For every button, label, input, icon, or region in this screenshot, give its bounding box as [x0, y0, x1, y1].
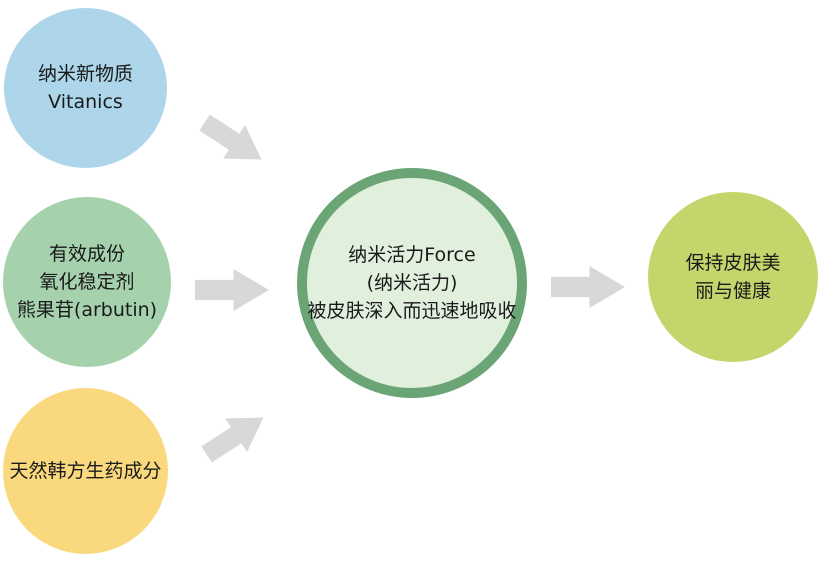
- node-nano-force: 纳米活力Force (纳米活力) 被皮肤深入而迅速地吸收: [297, 168, 527, 398]
- node-nano-material-label: 纳米新物质 Vitanics: [37, 63, 133, 113]
- node-herbal-ingredients-label: 天然韩方生药成分: [9, 460, 162, 482]
- arrow-to-result-icon: [551, 266, 625, 308]
- node-skin-result-label: 保持皮肤美 丽与健康: [685, 252, 781, 302]
- node-effective-ingredients-label: 有效成份 氧化稳定剂 熊果苷(arbutin): [16, 243, 158, 321]
- node-nano-material: 纳米新物质 Vitanics: [4, 8, 167, 168]
- node-skin-result: 保持皮肤美 丽与健康: [648, 192, 818, 362]
- arrow-from-vitanics-icon: [194, 106, 273, 177]
- arrow-from-herbal-icon: [196, 401, 275, 472]
- node-nano-force-label: 纳米活力Force (纳米活力) 被皮肤深入而迅速地吸收: [307, 244, 517, 322]
- arrow-from-ingredients-icon: [195, 269, 269, 311]
- node-herbal-ingredients: 天然韩方生药成分: [3, 388, 168, 554]
- node-effective-ingredients: 有效成份 氧化稳定剂 熊果苷(arbutin): [3, 197, 171, 367]
